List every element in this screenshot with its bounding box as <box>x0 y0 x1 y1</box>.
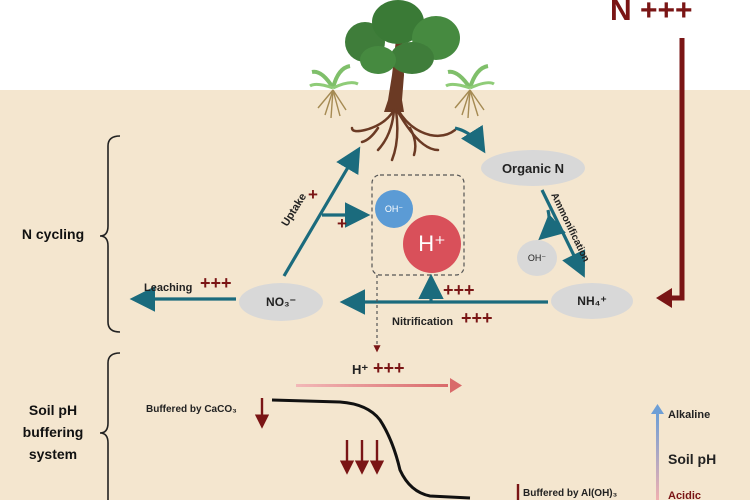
h-arrow-plus: +++ <box>443 280 475 300</box>
oh-plus: + <box>337 214 347 233</box>
nh4-node: NH₄⁺ <box>551 283 633 319</box>
ph-buffer-curve <box>271 398 471 500</box>
nitrification-label: Nitrification <box>392 316 454 328</box>
oh-right-node: OH⁻ <box>517 240 557 276</box>
soil-ph-label-line3: system <box>28 446 78 462</box>
soil-ph-brace <box>99 352 121 500</box>
h-flow-arrow-bar <box>296 384 448 387</box>
leaching-label: Leaching <box>144 282 193 294</box>
oh-circle: OH⁻ <box>375 190 413 228</box>
uptake-plus: + <box>308 185 318 204</box>
n-cycling-brace <box>99 135 121 333</box>
n-input-arrow <box>670 38 685 301</box>
proton-exchange-box <box>371 174 465 276</box>
uptake-arrow <box>282 146 361 277</box>
ph-scale-arrowhead <box>651 404 664 414</box>
tree-roots-icon <box>350 108 457 162</box>
left-plant-icon <box>309 64 359 119</box>
caco3-label: Buffered by CaCO₃ <box>146 404 237 415</box>
aloh-label: Buffered by Al(OH)₃ <box>523 488 618 499</box>
ph-alkaline-label: Alkaline <box>668 409 711 421</box>
root-to-organic-n-arrow <box>454 124 486 154</box>
soil-ph-label-line2: buffering <box>22 424 84 440</box>
h-plus-circle: H⁺ <box>403 215 461 273</box>
soil-ph-label-line1: Soil pH <box>28 402 78 418</box>
ph-scale-title: Soil pH <box>668 451 717 467</box>
h-flow-label: H⁺ <box>352 362 369 377</box>
h-flow-plus: +++ <box>373 358 405 378</box>
no3-node: NO₃⁻ <box>239 283 323 321</box>
organic-n-node: Organic N <box>481 150 585 186</box>
n-input-arrowhead <box>656 288 672 308</box>
ammonification-oh-arrow <box>538 209 566 241</box>
nitrification-plus: +++ <box>461 308 493 328</box>
tree-icon <box>345 0 460 112</box>
ph-acidic-label: Acidic <box>668 490 702 500</box>
leaching-plus: +++ <box>200 273 232 293</box>
n-cycling-label: N cycling <box>21 226 85 242</box>
ph-scale-bar <box>656 414 659 500</box>
right-plant-icon <box>445 64 495 119</box>
n-input-label: N +++ <box>610 0 693 27</box>
h-flow-arrowhead <box>450 378 462 393</box>
